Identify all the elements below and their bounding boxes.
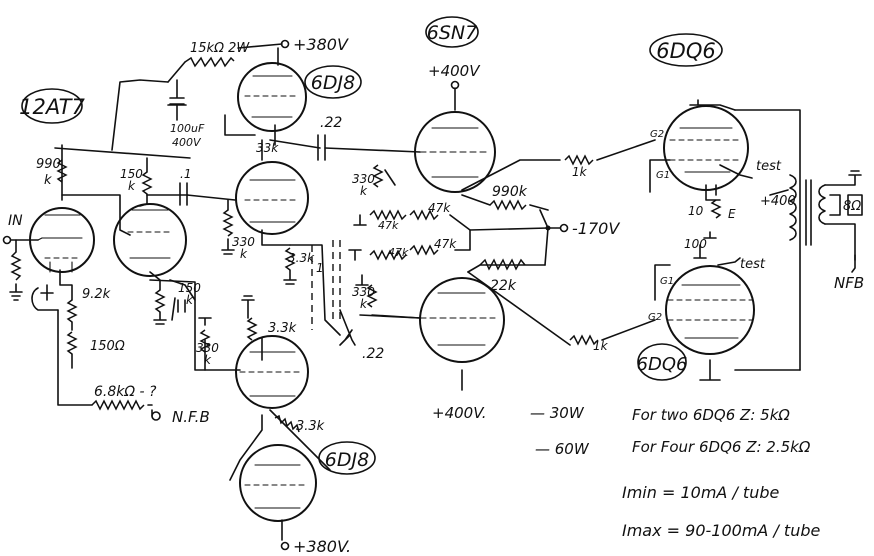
label-1k-top: 1k — [572, 165, 588, 179]
notes: — 30W For two 6DQ6 Z: 5kΩ — 60W For Four… — [530, 404, 820, 540]
label-1k-bottom: 1k — [593, 339, 609, 353]
label-150k-unit: k — [128, 179, 136, 193]
label-150k-low: 150 — [178, 281, 201, 295]
note-60w-dash: — 60W — [535, 440, 590, 458]
label-330k-6sn7-unit: k — [360, 184, 368, 198]
label-47k-d: 47k — [434, 237, 457, 251]
label-330k-low-unit: k — [360, 297, 368, 311]
tube-6dj8-bottom — [239, 444, 317, 522]
label-33k-bottom: 3.3k — [296, 419, 325, 434]
label-100: 100 — [684, 237, 707, 251]
label-cap-22-top: .22 — [320, 115, 342, 131]
label-15k-2w: 15kΩ 2W — [190, 41, 250, 56]
label-12at7: 12AT7 — [19, 95, 85, 119]
label-oval-6dq6-top — [649, 33, 723, 67]
label-nfb-right: NFB — [834, 274, 864, 292]
tube-12at7-right — [113, 203, 187, 277]
label-6-8k: 6.8kΩ - ? — [94, 384, 157, 400]
label-330k-mid: 330 — [232, 235, 255, 249]
label-990k-right: 990k — [492, 184, 528, 200]
label-6dj8-top: 6DJ8 — [311, 72, 355, 94]
supply-400-side: +400 — [760, 194, 796, 209]
label-33k-low: 3.3k — [268, 321, 297, 336]
label-6dq6-top: 6DQ6 — [656, 39, 715, 63]
tube-12at7-left — [29, 207, 95, 273]
label-330k-low2-unit: k — [204, 353, 212, 367]
label-330k-6sn7: 330 — [352, 172, 375, 186]
label-in: IN — [8, 213, 23, 229]
tube-6dj8-top — [237, 62, 307, 132]
tube-6dq6-top — [663, 105, 749, 191]
label-g1-top: G1 — [656, 170, 670, 181]
label-test-top: test — [756, 159, 782, 174]
supply-neg170v: -170V — [572, 219, 620, 238]
label-g2-top: G2 — [650, 129, 664, 140]
label-47k-c: 47k — [388, 246, 409, 259]
tube-6dq6-bottom — [665, 265, 755, 355]
tube-6sn7-bottom — [419, 277, 505, 363]
supply-400v-bottom: +400V. — [432, 404, 487, 422]
label-6sn7: 6SN7 — [427, 22, 477, 44]
label-6dq6-bottom: 6DQ6 — [637, 354, 688, 375]
label-10: 10 — [688, 204, 704, 218]
tube-6sn7-top — [414, 111, 496, 193]
label-33k-mid: 3.3k — [288, 251, 315, 265]
label-test-bottom: test — [740, 257, 766, 272]
supply-380v-top: +380V — [293, 35, 349, 54]
tube-6dj8-mid — [235, 161, 309, 235]
label-990k-left-unit: k — [44, 173, 52, 188]
label-330k-low2: 330 — [196, 341, 219, 355]
label-oval-12at7 — [21, 88, 83, 124]
label-cap-22-low: .22 — [362, 346, 384, 362]
label-oval-6dj8-top — [304, 65, 362, 99]
label-150-ohm: 150Ω — [90, 339, 125, 354]
label-22k: 22k — [490, 278, 517, 294]
label-oval-6dq6-bot — [637, 343, 687, 381]
supply-400v-6sn7: +400V — [428, 62, 481, 80]
label-oval-6dj8-bot — [318, 441, 376, 475]
label-speaker-8ohm: 8Ω — [843, 199, 861, 214]
label-33k-top: 33k — [256, 141, 279, 155]
label-47k-a: 47k — [428, 201, 451, 215]
label-cap-point1: .1 — [180, 167, 191, 181]
label-oval-6sn7 — [425, 16, 479, 48]
label-6dj8-bottom: 6DJ8 — [325, 449, 369, 471]
note-60w-text: For Four 6DQ6 Z: 2.5kΩ — [632, 438, 811, 456]
label-9-2k: 9.2k — [82, 287, 111, 302]
label-400v-cap: 400V — [172, 136, 202, 149]
label-nfb-left: N.F.B — [172, 408, 210, 426]
note-30w-text: For two 6DQ6 Z: 5kΩ — [632, 406, 790, 424]
label-47k-b: 47k — [378, 219, 399, 232]
label-150k-low-unit: k — [186, 293, 194, 307]
note-imax: Imax = 90-100mA / tube — [622, 521, 820, 540]
supply-380v-bottom: +380V. — [293, 537, 351, 556]
label-g1-bottom: G1 — [660, 276, 674, 287]
label-e: E — [728, 207, 736, 221]
label-100uf: 100uF — [170, 122, 205, 135]
label-990k-left: 990 — [36, 157, 61, 172]
tube-6dj8-lower — [235, 335, 309, 409]
label-330k-low: 330 — [352, 285, 375, 299]
label-150k: 150 — [120, 167, 143, 181]
note-30w-dash: — 30W — [530, 404, 585, 422]
note-imin: Imin = 10mA / tube — [622, 483, 779, 502]
label-g2-bottom: G2 — [648, 312, 662, 323]
label-cap-1: 1 — [316, 261, 324, 275]
label-330k-mid-unit: k — [240, 247, 248, 261]
component-labels: 15kΩ 2W 100uF 400V 990 k 150 k .1 33k .2… — [8, 41, 864, 434]
